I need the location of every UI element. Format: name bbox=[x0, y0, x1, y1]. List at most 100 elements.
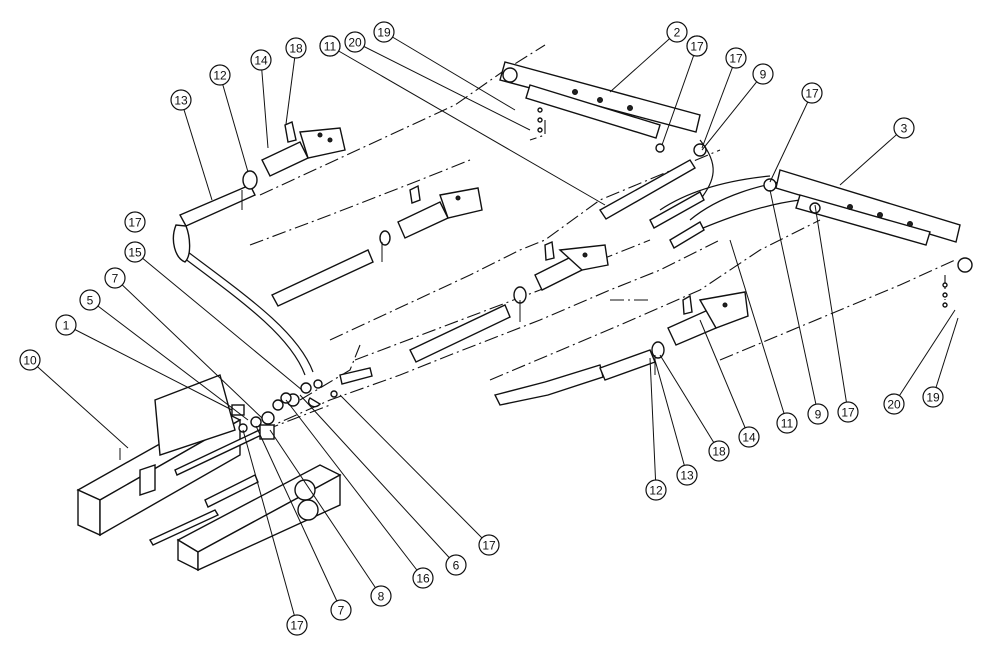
callout-number: 17 bbox=[482, 539, 496, 553]
callout-6: 6 bbox=[445, 554, 467, 576]
callout-number: 17 bbox=[128, 216, 142, 230]
callout-circle bbox=[250, 49, 272, 71]
callout-3: 3 bbox=[893, 117, 915, 139]
callout-circle bbox=[883, 393, 905, 415]
nozzle-assembly-lower-right bbox=[493, 291, 749, 406]
callout-19: 19 bbox=[922, 386, 944, 408]
callout-number: 8 bbox=[378, 590, 385, 604]
callout-number: 17 bbox=[841, 406, 855, 420]
callout-circle bbox=[478, 534, 500, 556]
boom-pipes bbox=[598, 159, 705, 249]
callout-11: 11 bbox=[776, 412, 798, 434]
callout-13: 13 bbox=[170, 89, 192, 111]
callout-number: 2 bbox=[674, 26, 681, 40]
rail-upper bbox=[499, 61, 707, 157]
frame-beams bbox=[76, 374, 342, 572]
callout-circle bbox=[373, 21, 395, 43]
callout-number: 12 bbox=[213, 69, 227, 83]
callout-7: 7 bbox=[104, 267, 126, 289]
callout-20: 20 bbox=[883, 393, 905, 415]
callout-circle bbox=[837, 401, 859, 423]
callout-number: 19 bbox=[377, 26, 391, 40]
callout-17: 17 bbox=[801, 82, 823, 104]
callout-number: 18 bbox=[289, 42, 303, 56]
callout-number: 20 bbox=[887, 398, 901, 412]
callout-circle bbox=[285, 37, 307, 59]
callout-13: 13 bbox=[676, 464, 698, 486]
callout-circle bbox=[319, 35, 341, 57]
callout-17: 17 bbox=[124, 211, 146, 233]
callout-circle bbox=[344, 31, 366, 53]
callout-number: 13 bbox=[680, 469, 694, 483]
callout-circle bbox=[19, 349, 41, 371]
callout-circle bbox=[370, 585, 392, 607]
callout-circle bbox=[124, 211, 146, 233]
callout-17: 17 bbox=[725, 47, 747, 69]
callout-11: 11 bbox=[319, 35, 341, 57]
callout-17: 17 bbox=[286, 614, 308, 636]
nozzle-assembly-middle bbox=[271, 184, 483, 307]
callout-number: 14 bbox=[742, 431, 756, 445]
callout-number: 11 bbox=[781, 417, 794, 431]
callout-14: 14 bbox=[250, 49, 272, 71]
callout-number: 19 bbox=[926, 391, 940, 405]
callout-number: 9 bbox=[760, 68, 767, 82]
callout-1: 1 bbox=[55, 314, 77, 336]
callout-circle bbox=[893, 117, 915, 139]
nozzle-assembly-lower-middle bbox=[409, 240, 609, 363]
leader-lines bbox=[29, 31, 959, 626]
callout-number: 17 bbox=[690, 40, 704, 54]
small-hardware bbox=[119, 107, 948, 460]
callout-circle bbox=[104, 267, 126, 289]
callout-circle bbox=[708, 440, 730, 462]
callout-number: 13 bbox=[174, 94, 188, 108]
nozzle-assembly-upper-left bbox=[172, 121, 346, 263]
callout-number: 12 bbox=[649, 484, 663, 498]
callout-12: 12 bbox=[209, 64, 231, 86]
callout-circle bbox=[725, 47, 747, 69]
callout-circle bbox=[79, 289, 101, 311]
callout-circle bbox=[55, 314, 77, 336]
callout-9: 9 bbox=[807, 403, 829, 425]
alignment-lines bbox=[239, 44, 956, 441]
callout-group: 1235677899101111111212131314141516171717… bbox=[19, 21, 944, 636]
fittings-cluster bbox=[231, 367, 373, 440]
callout-circle bbox=[124, 241, 146, 263]
callout-circle bbox=[412, 567, 434, 589]
callout-number: 17 bbox=[805, 87, 819, 101]
callout-12: 12 bbox=[645, 479, 667, 501]
callout-circle bbox=[330, 599, 352, 621]
callout-18: 18 bbox=[708, 440, 730, 462]
callout-number: 7 bbox=[338, 604, 345, 618]
callout-number: 15 bbox=[128, 246, 142, 260]
callout-15: 15 bbox=[124, 241, 146, 263]
callout-17: 17 bbox=[478, 534, 500, 556]
callout-number: 17 bbox=[729, 52, 743, 66]
callout-number: 5 bbox=[87, 294, 94, 308]
callout-number: 7 bbox=[112, 272, 119, 286]
callout-number: 14 bbox=[254, 54, 268, 68]
callout-5: 5 bbox=[79, 289, 101, 311]
callout-circle bbox=[170, 89, 192, 111]
callout-2: 2 bbox=[666, 21, 688, 43]
callout-circle bbox=[738, 426, 760, 448]
callout-8: 8 bbox=[370, 585, 392, 607]
callout-10: 10 bbox=[19, 349, 41, 371]
callout-circle bbox=[752, 63, 774, 85]
callout-circle bbox=[645, 479, 667, 501]
callout-7: 7 bbox=[330, 599, 352, 621]
callout-number: 18 bbox=[712, 445, 726, 459]
callout-19: 19 bbox=[373, 21, 395, 43]
callout-circle bbox=[922, 386, 944, 408]
callout-number: 1 bbox=[63, 319, 70, 333]
callout-circle bbox=[676, 464, 698, 486]
callout-16: 16 bbox=[412, 567, 434, 589]
callout-14: 14 bbox=[738, 426, 760, 448]
callout-circle bbox=[776, 412, 798, 434]
callout-circle bbox=[807, 403, 829, 425]
callout-number: 6 bbox=[453, 559, 460, 573]
callout-number: 11 bbox=[324, 40, 337, 54]
rail-right bbox=[763, 169, 973, 273]
callout-number: 17 bbox=[290, 619, 304, 633]
callout-number: 3 bbox=[901, 122, 908, 136]
